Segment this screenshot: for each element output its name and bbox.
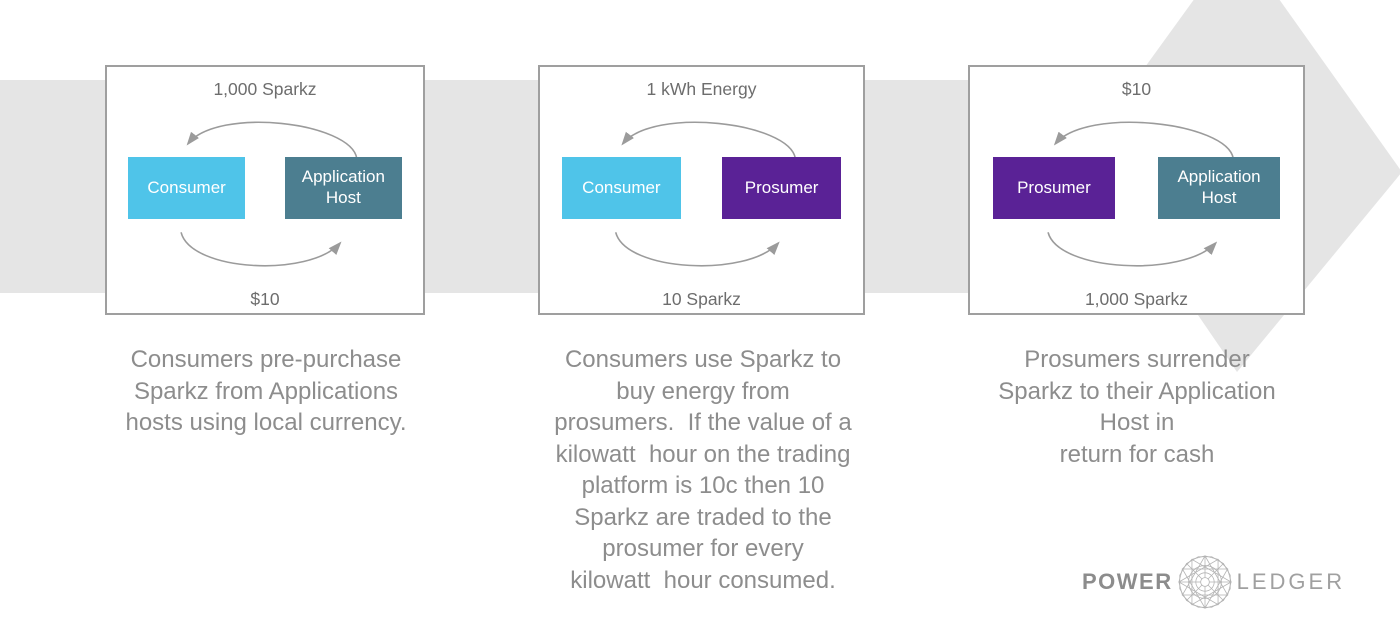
logo-power-text: POWER (1082, 569, 1173, 594)
top-flow-label: 1 kWh Energy (646, 79, 757, 99)
top-flow-label: 1,000 Sparkz (213, 79, 317, 99)
logo-mandala-icon (1177, 555, 1232, 609)
bottom-flow-label: 10 Sparkz (662, 289, 741, 309)
flow-card-trade: 1 kWh Energy Consumer Prosumer 10 Sparkz (538, 65, 865, 315)
flow-card-surrender: $10 Prosumer Application Host 1,000 Spar… (968, 65, 1305, 315)
caption-surrender: Prosumers surrender Sparkz to their Appl… (998, 346, 1276, 468)
prosumer-box-label: Prosumer (744, 177, 819, 197)
prosumer-box-label: Prosumer (1017, 177, 1091, 197)
power-ledger-logo: POWER LEDGER (1082, 552, 1345, 612)
prosumer-box: Prosumer (992, 157, 1116, 219)
consumer-box: Consumer (128, 157, 245, 219)
exchange-arrows-icon (614, 121, 797, 267)
exchange-arrows-icon (180, 121, 358, 267)
caption-purchase: Consumers pre-purchase Sparkz from Appli… (125, 346, 407, 436)
bottom-flow-label: $10 (250, 289, 280, 309)
consumer-box-label: Consumer (582, 177, 661, 197)
application-host-box: Application Host (285, 157, 402, 219)
application-host-box-label: Application Host (301, 167, 385, 207)
flow-card-purchase: 1,000 Sparkz Consumer Application Host $… (105, 65, 425, 315)
application-host-box: Application Host (1157, 157, 1281, 219)
caption-trade: Consumers use Sparkz to buy energy from … (554, 346, 852, 594)
exchange-arrows-icon (1047, 121, 1235, 267)
bottom-flow-label: 1,000 Sparkz (1084, 289, 1189, 309)
logo-ledger-text: LEDGER (1236, 569, 1346, 594)
application-host-box-label: Application Host (1177, 167, 1261, 207)
prosumer-box: Prosumer (722, 157, 842, 219)
consumer-box-label: Consumer (147, 177, 226, 197)
consumer-box: Consumer (561, 157, 681, 219)
top-flow-label: $10 (1121, 79, 1152, 99)
